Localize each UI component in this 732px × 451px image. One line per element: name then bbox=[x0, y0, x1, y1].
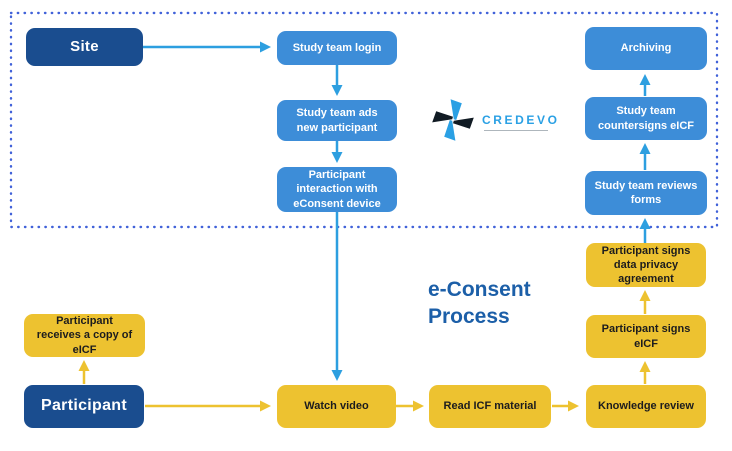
node-archiving: Archiving bbox=[585, 27, 707, 70]
node-study-team-reviews-forms: Study team reviews forms bbox=[585, 171, 707, 215]
credevo-logo: CREDEVO bbox=[429, 94, 559, 150]
credevo-logo-text: CREDEVO bbox=[482, 113, 560, 127]
credevo-logo-underline bbox=[484, 130, 548, 131]
node-participant-receives-copy: Participant receives a copy of eICF bbox=[24, 314, 145, 357]
node-study-team-login: Study team login bbox=[277, 31, 397, 65]
diagram-title: e-Consent Process bbox=[428, 278, 531, 328]
node-participant-signs-eicf: Participant signs eICF bbox=[586, 315, 706, 358]
node-participant: Participant bbox=[24, 385, 144, 428]
node-study-team-adds-participant: Study team ads new participant bbox=[277, 100, 397, 141]
node-study-team-countersigns: Study team countersigns eICF bbox=[585, 97, 707, 140]
node-site: Site bbox=[26, 28, 143, 66]
node-watch-video: Watch video bbox=[277, 385, 396, 428]
node-knowledge-review: Knowledge review bbox=[586, 385, 706, 428]
node-participant-signs-privacy: Participant signs data privacy agreement bbox=[586, 243, 706, 287]
credevo-pinwheel-icon bbox=[432, 99, 474, 141]
node-participant-interaction: Participant interaction with eConsent de… bbox=[277, 167, 397, 212]
node-read-icf-material: Read ICF material bbox=[429, 385, 551, 428]
